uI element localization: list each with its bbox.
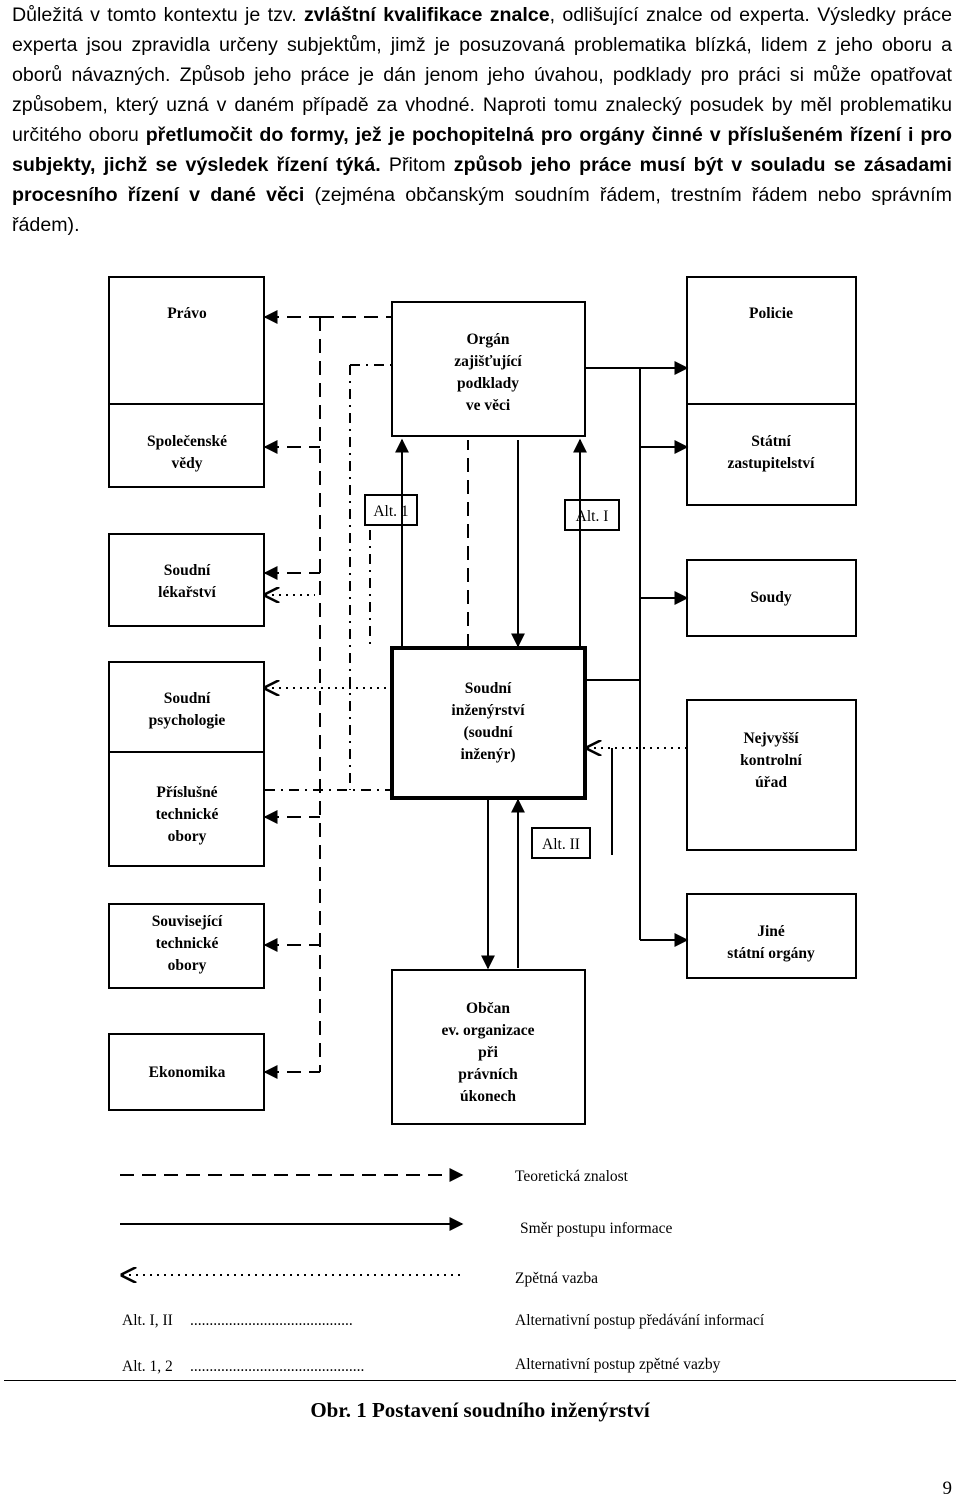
page-number: 9 [942, 1478, 953, 1499]
box-label: Ekonomika [149, 1064, 226, 1081]
box-soudni-lekarstvi: Soudní lékařství [108, 533, 265, 627]
box-souvisejici-obory: Související technické obory [108, 903, 265, 989]
box-label: ev. organizace [442, 1022, 535, 1039]
box-label: Občan [466, 1000, 510, 1017]
box-organ: Orgán zajišťující podklady ve věci [391, 301, 586, 437]
box-policie-statni: Policie Státní zastupitelství [686, 276, 857, 506]
alt-label-text: Alt. 1 [373, 503, 408, 520]
box-label: při [478, 1044, 499, 1061]
separator-line [4, 1380, 956, 1381]
box-obcan: Občan ev. organizace při právních úkonec… [391, 969, 586, 1125]
box-label: technické [156, 806, 219, 823]
box-label: úřad [755, 774, 787, 791]
box-label: Nejvyšší [743, 730, 799, 747]
figure-caption: Obr. 1 Postavení soudního inženýrství [310, 1398, 650, 1422]
box-label: lékařství [158, 584, 216, 601]
box-label: technické [156, 935, 219, 952]
box-label: inženýrství [451, 702, 525, 719]
box-label: ve věci [466, 397, 511, 414]
box-label: zastupitelství [728, 455, 816, 472]
alt-label-text: Alt. II [542, 836, 580, 853]
paragraph-text: (zejména občanským soudním řádem, trestn… [12, 184, 952, 236]
box-jine-organy: Jiné státní orgány [686, 893, 857, 979]
connectors-left [265, 310, 392, 1079]
legend-dots: ........................................… [190, 1358, 364, 1375]
box-label: zajišťující [454, 353, 522, 370]
box-ekonomika: Ekonomika [108, 1033, 265, 1111]
box-psychologie-technicke: Soudní psychologie Příslušné technické o… [108, 661, 265, 867]
legend-label: Alternativní postup zpětné vazby [515, 1356, 721, 1373]
legend-dots: ........................................… [190, 1312, 353, 1329]
box-label: Státní [751, 433, 791, 450]
legend-key: Alt. 1, 2 [122, 1358, 173, 1375]
legend-key: Alt. I, II [122, 1312, 173, 1329]
box-soudni-inzenyrstvi: Soudní inženýrství (soudní inženýr) [390, 646, 587, 800]
box-label: Související [152, 913, 223, 930]
legend-label: Alternativní postup předávání informací [515, 1312, 765, 1329]
box-label: Společenské [147, 433, 227, 450]
legend-label: Směr postupu informace [520, 1220, 673, 1237]
legend: Teoretická znalost Směr postupu informac… [120, 1168, 765, 1375]
box-label: úkonech [460, 1088, 516, 1105]
connectors-center [395, 438, 587, 970]
legend-label: Teoretická znalost [515, 1168, 629, 1185]
box-soudy: Soudy [686, 559, 857, 637]
box-label: psychologie [149, 712, 226, 729]
box-label: Soudní [164, 690, 211, 707]
box-label: Příslušné [156, 784, 217, 801]
box-label: (soudní [463, 724, 513, 741]
box-label: Orgán [466, 331, 509, 348]
paragraph-text: , odlišující znalce od experta. Výsledky… [12, 4, 952, 146]
box-label: podklady [457, 375, 519, 392]
box-label: státní orgány [727, 945, 815, 962]
box-label: kontrolní [740, 752, 802, 769]
box-label: Soudní [465, 680, 512, 697]
box-label: Policie [749, 305, 793, 322]
box-label: Soudní [164, 562, 211, 579]
paragraph-text: Důležitá v tomto kontextu je tzv. [12, 4, 304, 26]
box-pravo-spolecenske: Právo Společenské vědy [108, 276, 265, 488]
paragraph-bold: zvláštní kvalifikace znalce [304, 4, 550, 26]
paragraph-text: Přitom [380, 154, 454, 176]
box-label: Jiné [757, 923, 785, 940]
box-label: obory [168, 828, 207, 845]
box-label: obory [168, 957, 207, 974]
alt-label-1: Alt. 1 [364, 494, 418, 526]
body-paragraph: Důležitá v tomto kontextu je tzv. zvlášt… [12, 0, 952, 240]
paragraph-bold: přetlumočit do formy, jež je pochopiteln… [12, 124, 952, 176]
connectors-right [585, 361, 689, 947]
box-label: vědy [172, 455, 203, 472]
alt-label-I: Alt. I [564, 499, 620, 531]
paragraph-bold: způsob jeho práce musí být v souladu se … [12, 154, 953, 206]
box-nku: Nejvyšší kontrolní úřad [686, 699, 857, 851]
box-label: Soudy [750, 589, 792, 606]
box-label: inženýr) [460, 746, 515, 763]
alt-label-text: Alt. I [576, 508, 609, 525]
alt-label-II: Alt. II [531, 827, 591, 859]
box-label: Právo [167, 305, 207, 322]
legend-label: Zpětná vazba [515, 1270, 598, 1287]
box-label: právních [458, 1066, 518, 1083]
